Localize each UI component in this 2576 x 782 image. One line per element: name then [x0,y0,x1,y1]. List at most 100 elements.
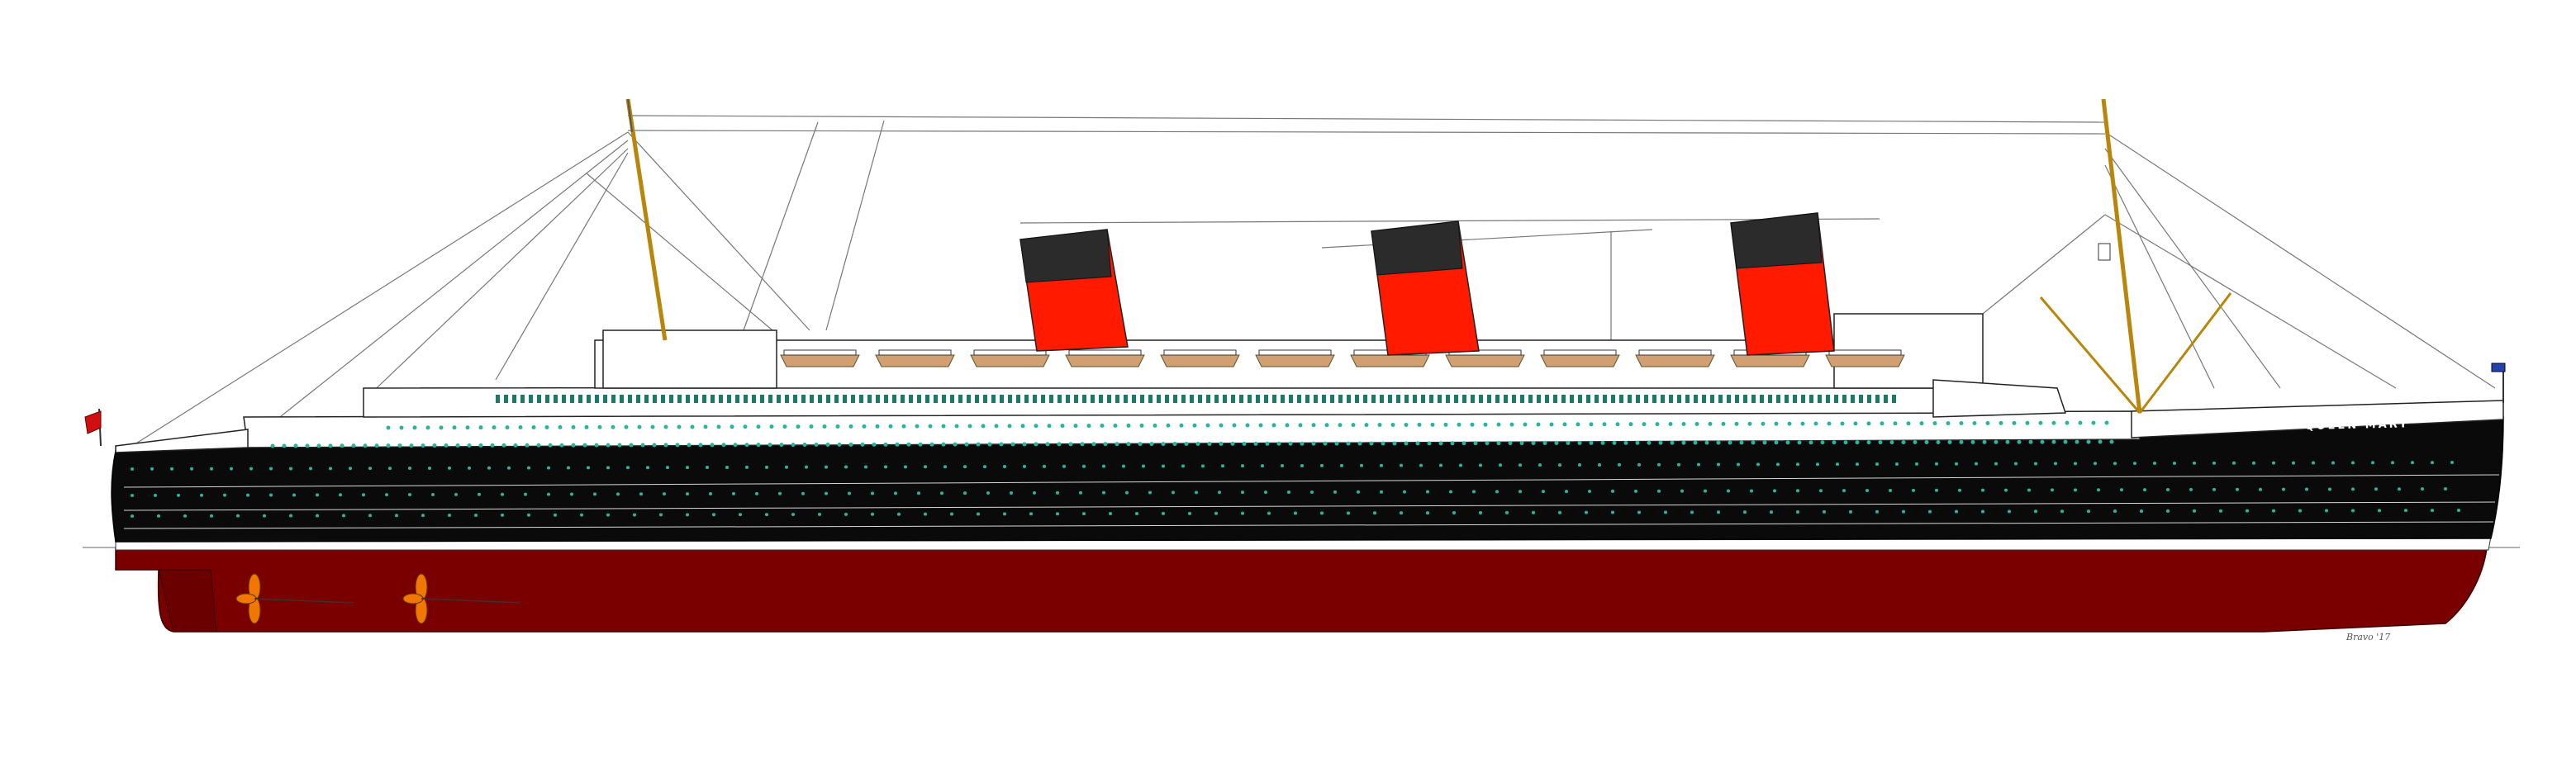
window [834,395,839,403]
porthole [2166,509,2170,513]
porthole [131,514,134,518]
porthole [744,443,749,448]
porthole [818,512,821,516]
porthole [782,424,787,429]
porthole [1300,441,1305,446]
porthole [940,491,943,495]
porthole [1007,424,1012,429]
funnel-middle [1371,220,1480,356]
porthole [454,492,458,496]
porthole [2431,461,2434,465]
porthole [943,465,947,469]
porthole [1796,489,1799,493]
porthole [1843,440,1848,445]
porthole [571,424,576,429]
window [1239,395,1243,403]
porthole [1103,442,1108,447]
porthole [663,443,668,448]
porthole [2143,488,2146,492]
porthole [1426,490,1429,494]
hull-plating-lines [123,474,2500,529]
porthole [1728,440,1732,445]
porthole [397,443,402,448]
window [1818,395,1822,403]
hull-upper-black [111,416,2504,543]
porthole [1310,490,1314,494]
window [818,395,822,403]
porthole [716,424,721,429]
window-row [496,395,1896,403]
window [1024,395,1029,403]
porthole [2374,487,2378,491]
window [884,395,888,403]
porthole [584,424,589,429]
porthole [1677,462,1680,467]
rigging [131,115,2496,447]
window [1495,395,1499,403]
porthole [1856,462,1859,467]
window [801,395,806,403]
porthole [1122,464,1125,468]
porthole [1889,440,1894,445]
porthole [2109,439,2114,444]
porthole [408,467,411,471]
porthole [1697,462,1700,467]
porthole [1816,462,1819,467]
window [1347,395,1351,403]
porthole [666,466,669,470]
porthole [2063,439,2068,444]
porthole [2404,509,2407,513]
lifeboat [875,354,955,367]
window [1504,395,1508,403]
porthole [1495,490,1499,494]
porthole [1681,440,1686,445]
porthole [1717,462,1720,467]
porthole [1981,509,1984,514]
porthole [1762,440,1767,445]
porthole [1680,489,1684,493]
window [1471,395,1475,403]
window [1611,395,1615,403]
porthole [2140,509,2143,513]
porthole [1166,423,1171,428]
window [1140,395,1144,403]
porthole [2351,509,2355,513]
porthole [1637,462,1641,467]
window [1834,395,1838,403]
porthole [554,513,557,517]
window [1528,395,1533,403]
porthole [1566,440,1571,445]
porthole [289,514,292,518]
window [1801,395,1805,403]
porthole [1082,464,1086,468]
porthole [1390,423,1395,428]
porthole [548,443,553,448]
porthole [976,442,981,447]
porthole [1889,488,1892,492]
lifeboat-cover [1638,349,1712,356]
porthole [1536,422,1541,427]
porthole [1836,462,1839,467]
window [942,395,946,403]
porthole [492,425,497,430]
porthole [1538,463,1542,467]
porthole [1264,491,1267,495]
porthole [1403,490,1406,494]
window [1677,395,1681,403]
window [1586,395,1590,403]
porthole [368,467,372,471]
window [554,395,558,403]
porthole [2028,439,2033,444]
porthole [1483,422,1488,427]
porthole [1253,441,1258,446]
porthole [624,424,629,429]
window [1487,395,1491,403]
window [1768,395,1772,403]
window [1685,395,1690,403]
porthole [1417,422,1422,427]
porthole [1380,463,1383,467]
window [719,395,723,403]
porthole [1895,462,1899,466]
porthole [1426,511,1429,515]
